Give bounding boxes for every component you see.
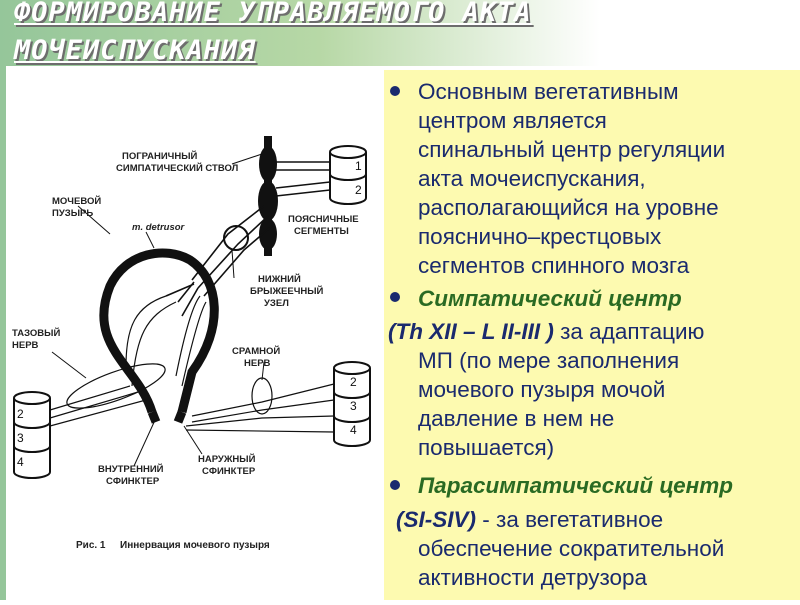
panel-line-4: акта мочеиспускания, [418, 166, 646, 191]
lumbar-connectors [274, 161, 331, 197]
sacral-left-connectors [49, 385, 147, 427]
panel-line-13: повышается) [418, 435, 555, 460]
sacral-right-number-2: 2 [350, 375, 357, 389]
label-detrusor: m. detrusor [132, 222, 186, 233]
title-line-2: МОЧЕИСПУСКАНИЯ [14, 35, 256, 66]
panel-line-6: пояснично–крестцовых [418, 224, 662, 249]
sacral-right-number-3: 3 [350, 399, 357, 413]
bullet-dot-3 [390, 480, 400, 490]
pelvic-nerve-loop [66, 363, 166, 409]
sacral-right-number-4: 4 [350, 423, 357, 437]
label-pointers [51, 153, 265, 467]
label-border-trunk-2: СИМПАТИЧЕСКИЙ СТВОЛ [116, 162, 239, 174]
label-internal-2: СФИНКТЕР [106, 476, 160, 487]
panel-line-12: давление в нем не [418, 406, 615, 431]
sacral-left-cylinder [13, 391, 51, 479]
panel-line-17: активности детрузора [418, 565, 648, 590]
label-mesenteric-2: БРЫЖЕЕЧНЫЙ [250, 285, 324, 297]
title-line-1: ФОРМИРОВАНИЕ УПРАВЛЯЕМОГО АКТА [14, 0, 532, 28]
panel-line-15: (SI-SIV) - за вегетативное [396, 505, 663, 534]
panel-line-16: обеспечение сократительной [418, 536, 725, 561]
sacral-right-connectors [185, 383, 335, 433]
panel-line-11: мочевого пузыря мочой [418, 377, 666, 402]
label-external-2: СФИНКТЕР [202, 466, 256, 477]
bullet-dot-1 [390, 86, 400, 96]
panel-line-9: (Th XII – L II-III ) за адаптацию [388, 317, 704, 346]
innervation-diagram-svg: 1 2 [12, 136, 371, 551]
label-pelvic-1: ТАЗОВЫЙ [12, 327, 60, 339]
sympathetic-trunk [258, 136, 278, 256]
panel-line-3: спинальный центр регуляции [418, 137, 726, 162]
label-border-trunk-1: ПОГРАНИЧНЫЙ [122, 150, 197, 162]
hypogastric-nerves [165, 205, 273, 317]
detrusor-pointer [145, 231, 155, 249]
figure-caption-text: Иннервация мочевого пузыря [120, 540, 270, 551]
parasympathetic-center-heading: Парасимпатический центр [418, 473, 733, 498]
label-mesenteric-3: УЗЕЛ [264, 298, 289, 309]
label-bladder-2: ПУЗЫРЬ [52, 208, 93, 219]
label-mesenteric-1: НИЖНИЙ [258, 273, 301, 285]
top-green-band [0, 0, 800, 66]
lumbar-number-2: 2 [355, 183, 362, 197]
figure-caption-number: Рис. 1 [76, 540, 106, 551]
panel-line-7: сегментов спинного мозга [418, 253, 690, 278]
sacral-left-number-2: 2 [17, 407, 24, 421]
label-internal-1: ВНУТРЕННИЙ [98, 463, 164, 475]
sympathetic-center-heading: Симпатический центр [418, 286, 682, 311]
bladder-inner-nerves [125, 295, 207, 387]
bullet-dot-2 [390, 292, 400, 302]
sympathetic-code: (Th XII – L II-III ) [388, 319, 554, 344]
panel-line-10: МП (по мере заполнения [418, 348, 680, 373]
lumbar-number-1: 1 [355, 159, 362, 173]
label-pelvic-2: НЕРВ [12, 340, 39, 351]
panel-line-5: располагающийся на уровне [418, 195, 719, 220]
panel-line-1: Основным вегетативным [418, 79, 679, 104]
label-pudendal-2: НЕРВ [244, 358, 271, 369]
lumbar-cylinder [329, 145, 367, 205]
label-pudendal-1: СРАМНОЙ [232, 345, 280, 357]
label-external-1: НАРУЖНЫЙ [198, 453, 256, 465]
sacral-left-number-3: 3 [17, 431, 24, 445]
text-panel: Основным вегетативным центром является с… [384, 70, 800, 600]
label-bladder-1: МОЧЕВОЙ [52, 195, 101, 207]
parasympathetic-desc: - за вегетативное [476, 507, 664, 532]
slide-title: ФОРМИРОВАНИЕ УПРАВЛЯЕМОГО АКТА МОЧЕИСПУС… [14, 0, 532, 70]
diagram-labels: ПОГРАНИЧНЫЙ СИМПАТИЧЕСКИЙ СТВОЛ МОЧЕВОЙ … [12, 150, 359, 487]
label-lumbar-2: СЕГМЕНТЫ [294, 226, 349, 237]
panel-line-2: центром является [418, 108, 607, 133]
sympathetic-desc: за адаптацию [553, 319, 705, 344]
label-lumbar-1: ПОЯСНИЧНЫЕ [288, 214, 359, 225]
parasympathetic-code: (SI-SIV) [396, 507, 477, 532]
sacral-left-number-4: 4 [17, 455, 24, 469]
innervation-diagram: 1 2 [6, 66, 384, 600]
sacral-right-cylinder [333, 361, 371, 447]
